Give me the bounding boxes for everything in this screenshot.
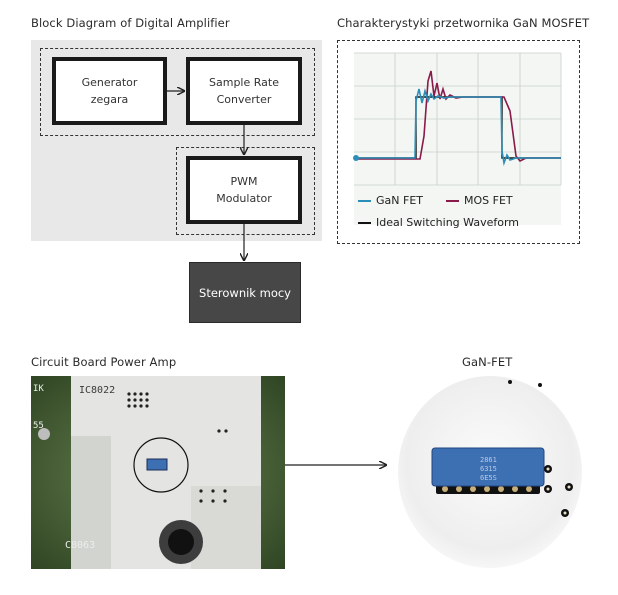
sample-rate-converter-block: Sample Rate Converter <box>186 57 302 125</box>
pwm-label: PWM Modulator <box>216 175 272 205</box>
silkscreen-ic8022: IC8022 <box>79 385 115 396</box>
ganfet-chip-photo: 2861 6315 6E5S <box>398 376 582 568</box>
legend-mosfet-swatch <box>446 199 459 202</box>
dashed-group-top <box>40 48 315 136</box>
silkscreen-55: 55 <box>33 421 44 431</box>
legend-ideal-swatch <box>358 221 371 224</box>
mosfet-waveform <box>354 70 561 163</box>
generator-block: Generator zegara <box>52 57 167 125</box>
chip-marking-3: 6E5S <box>480 474 497 482</box>
legend-ganfet-swatch <box>358 199 371 202</box>
driver-label: Sterownik mocy <box>199 285 291 300</box>
chip-marking-1: 2861 <box>480 456 497 464</box>
chip-marking-2: 6315 <box>480 465 497 473</box>
oscilloscope-grid <box>354 52 562 186</box>
legend-ganfet-label: GaN FET <box>376 194 423 207</box>
characteristics-title: Charakterystyki przetwornika GaN MOSFET <box>337 16 590 30</box>
characteristics-frame: GaN FET MOS FET Ideal Switching Waveform <box>337 40 580 244</box>
silkscreen-c8063: C8063 <box>65 540 95 551</box>
circuit-board-photo: IC8022 C8063 IK 55 <box>31 376 285 569</box>
legend-mosfet: MOS FET <box>446 194 513 207</box>
ganfet-waveform <box>354 87 561 167</box>
legend-ideal-label: Ideal Switching Waveform <box>376 216 519 229</box>
src-label: Sample Rate Converter <box>209 76 279 106</box>
board-title: Circuit Board Power Amp <box>31 355 177 369</box>
power-driver-block: Sterownik mocy <box>189 262 301 323</box>
oscilloscope-plot <box>353 52 562 225</box>
trigger-marker <box>353 155 359 161</box>
silkscreen-ik: IK <box>33 384 44 394</box>
pwm-modulator-block: PWM Modulator <box>186 156 302 224</box>
generator-label: Generator zegara <box>81 76 138 106</box>
legend-ideal: Ideal Switching Waveform <box>358 216 519 229</box>
legend-mosfet-label: MOS FET <box>464 194 513 207</box>
legend-ganfet: GaN FET <box>358 194 423 207</box>
block-diagram-title: Block Diagram of Digital Amplifier <box>31 16 230 30</box>
gan-title: GaN-FET <box>462 355 513 369</box>
